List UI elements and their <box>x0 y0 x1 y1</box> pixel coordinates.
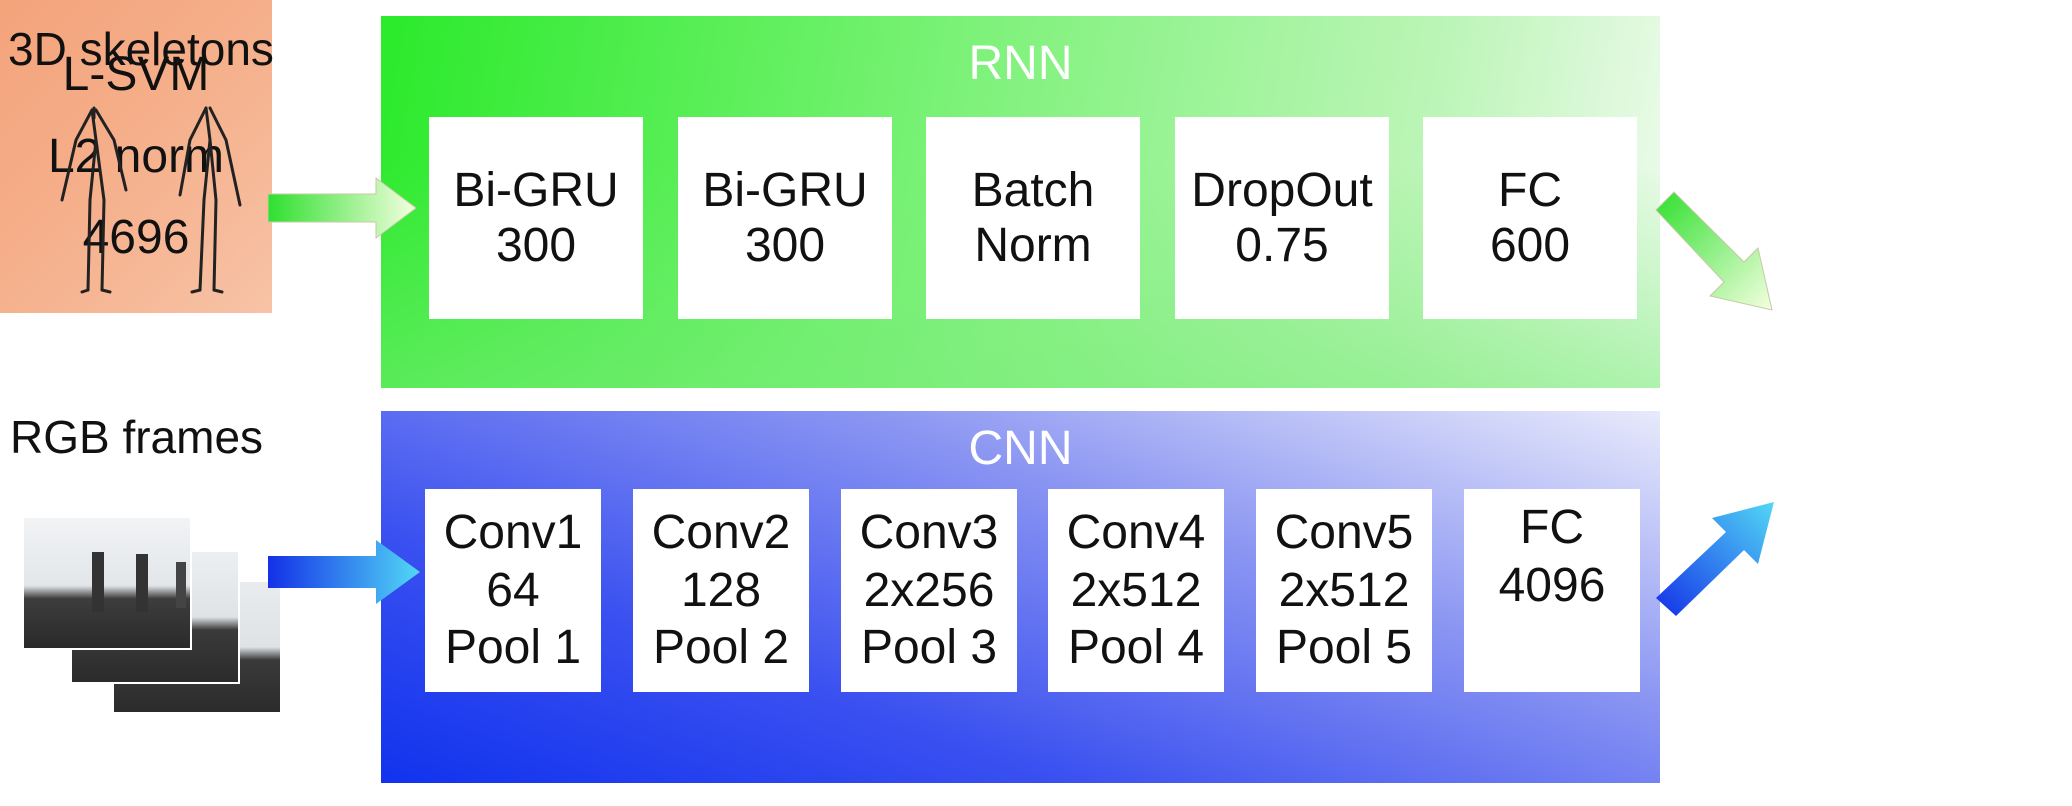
layer-size: 2x256 <box>863 563 995 617</box>
skeleton-to-rnn-arrow <box>267 177 417 239</box>
layer-size: Norm <box>974 219 1092 272</box>
layer-size: 0.75 <box>1235 219 1329 272</box>
layer-name: Conv3 <box>859 506 999 560</box>
layer-size: 300 <box>744 219 826 272</box>
rnn-layer-batchnorm: Batch Norm <box>926 117 1140 319</box>
layer-pool: Pool 1 <box>444 621 582 675</box>
layer-size: 2x512 <box>1278 563 1410 617</box>
cnn-layer-conv1: Conv1 64 Pool 1 <box>425 489 601 692</box>
layer-name: FC <box>1520 501 1584 554</box>
rnn-layer-bigru-2: Bi-GRU 300 <box>678 117 892 319</box>
rnn-layer-bigru-1: Bi-GRU 300 <box>429 117 643 319</box>
rnn-layer-dropout: DropOut 0.75 <box>1175 117 1389 319</box>
person-figure <box>136 554 148 612</box>
person-figure <box>92 552 104 612</box>
cnn-layer-conv5: Conv5 2x512 Pool 5 <box>1256 489 1432 692</box>
layer-pool: Pool 2 <box>652 621 790 675</box>
classifier-name: L-SVM <box>62 48 210 102</box>
rgb-frame-1 <box>22 516 192 650</box>
cnn-layer-conv2: Conv2 128 Pool 2 <box>633 489 809 692</box>
layer-size: 64 <box>486 563 540 617</box>
layer-size: 300 <box>495 219 577 272</box>
rgb-to-cnn-arrow <box>268 540 420 604</box>
skeleton-input-label: 3D skeletons <box>8 23 274 75</box>
layer-pool: Pool 4 <box>1067 621 1205 675</box>
layer-name: FC <box>1498 163 1562 217</box>
layer-size: 128 <box>680 563 762 617</box>
cnn-layer-conv4: Conv4 2x512 Pool 4 <box>1048 489 1224 692</box>
layer-name: Bi-GRU <box>702 163 868 217</box>
layer-size: 4096 <box>1498 558 1606 612</box>
cnn-to-svm-arrow <box>1656 502 1774 616</box>
person-figure <box>176 562 186 608</box>
rnn-layer-fc: FC 600 <box>1423 117 1637 319</box>
rgb-input-label: RGB frames <box>10 411 264 463</box>
layer-size: 600 <box>1489 219 1571 272</box>
rnn-title: RNN <box>968 37 1073 90</box>
layer-name: Bi-GRU <box>453 163 619 217</box>
layer-size: 2x512 <box>1070 563 1202 617</box>
layer-name: Conv1 <box>443 506 583 560</box>
layer-pool: Pool 3 <box>860 621 998 675</box>
layer-name: Batch <box>971 163 1095 217</box>
layer-pool: Pool 5 <box>1275 621 1413 675</box>
cnn-layer-conv3: Conv3 2x256 Pool 3 <box>841 489 1017 692</box>
layer-name: Conv4 <box>1066 506 1206 560</box>
cnn-layer-fc: FC 4096 <box>1464 489 1640 692</box>
cnn-title: CNN <box>968 422 1073 475</box>
layer-name: DropOut <box>1191 163 1373 217</box>
skeleton-figure-1 <box>60 106 128 294</box>
classifier-size: 4696 <box>82 211 190 265</box>
layer-name: Conv2 <box>651 506 791 560</box>
skeleton-figure-2 <box>178 106 242 294</box>
rnn-to-svm-arrow <box>1655 191 1773 311</box>
layer-name: Conv5 <box>1274 506 1414 560</box>
